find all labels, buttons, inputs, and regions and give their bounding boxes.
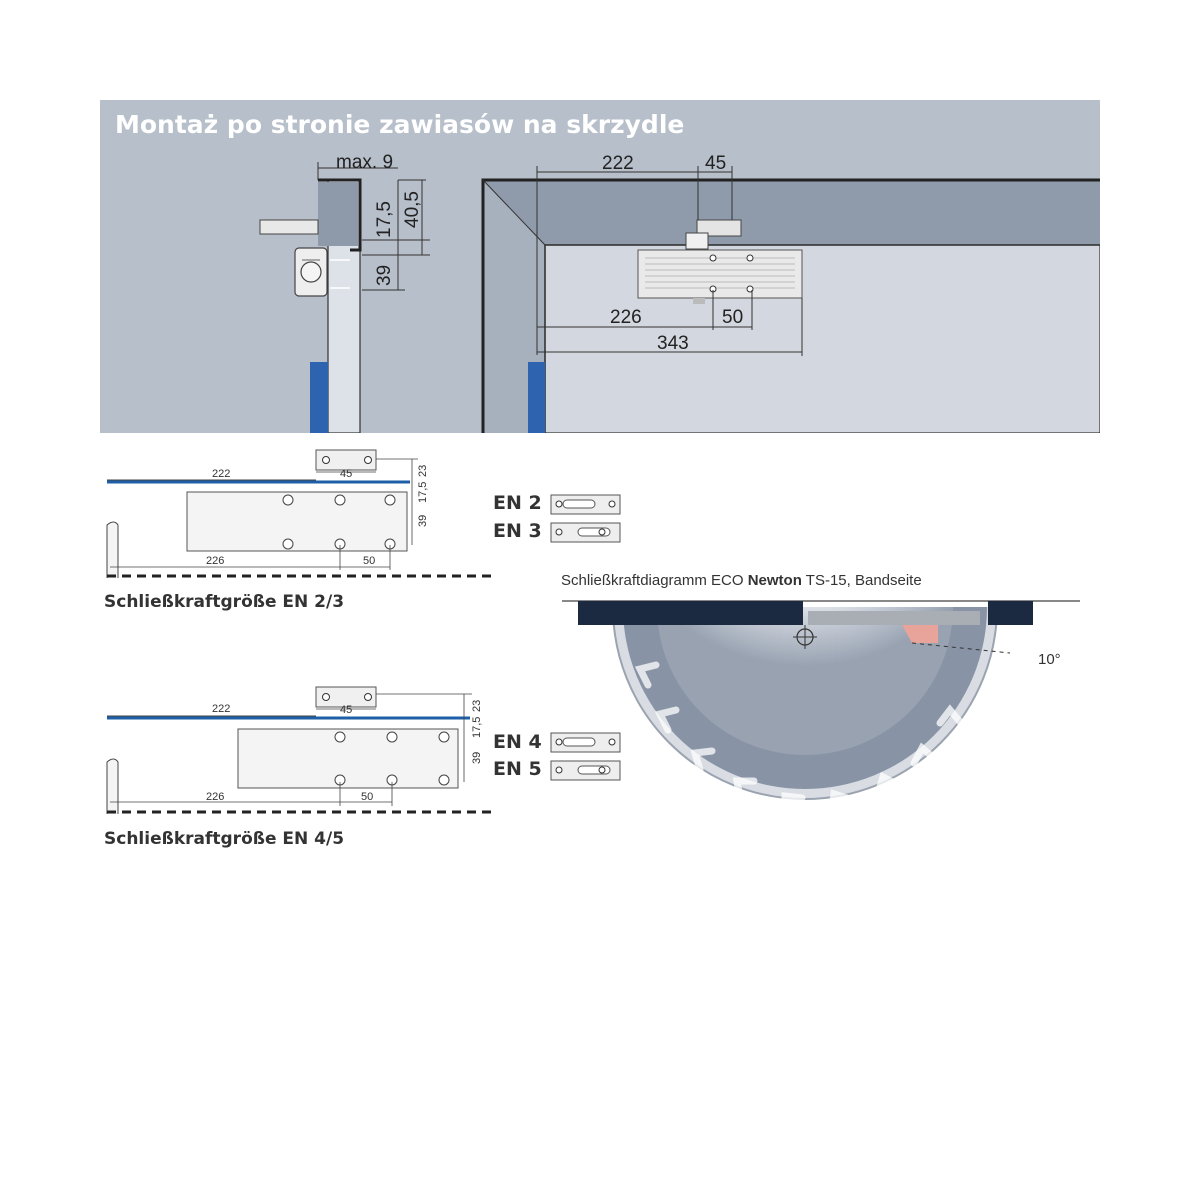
en23-dim-23: 23 bbox=[417, 465, 429, 477]
en23-dim-222: 222 bbox=[212, 468, 230, 480]
dim-max9: max. 9 bbox=[336, 152, 393, 173]
en23-jamb bbox=[106, 521, 119, 578]
frame-section bbox=[318, 178, 362, 252]
diagram-frame-left bbox=[578, 601, 803, 625]
hinge-right bbox=[528, 362, 545, 433]
arm-bracket bbox=[696, 219, 742, 237]
door-leaf-front bbox=[544, 244, 1100, 433]
hinge-left bbox=[310, 362, 328, 433]
dim-40-5: 40,5 bbox=[402, 191, 423, 228]
mounting-banner: Montaż po stronie zawiasów na skrzydle m… bbox=[100, 100, 1100, 433]
frame-profile bbox=[318, 182, 358, 246]
closing-diagram: 10° bbox=[562, 600, 1080, 817]
dim-45: 45 bbox=[705, 153, 726, 174]
en5-label: EN 5 bbox=[493, 758, 542, 780]
en23-closer-body bbox=[186, 491, 408, 552]
diagram-door-leaf bbox=[808, 611, 980, 625]
en45-drawing: 222 45 23 17,5 39 226 50 bbox=[106, 686, 495, 814]
en45-jamb bbox=[106, 758, 119, 814]
en45-plates bbox=[550, 732, 621, 781]
en3-label: EN 3 bbox=[493, 520, 542, 542]
diagram-frame-right bbox=[988, 601, 1033, 625]
dim-17-5: 17,5 bbox=[374, 201, 395, 238]
closing-diagram-title: Schließkraftdiagramm ECO Newton TS-15, B… bbox=[561, 572, 922, 589]
mounting-drawing: max. 9 40,5 17,5 39 bbox=[259, 152, 1100, 433]
en45-dim-226: 226 bbox=[206, 791, 224, 803]
en23-drawing: 222 45 23 17,5 39 226 50 bbox=[106, 449, 495, 578]
en45-label: Schließkraftgröße EN 4/5 bbox=[104, 829, 345, 849]
en45-dim-23: 23 bbox=[471, 700, 483, 712]
dim-343: 343 bbox=[657, 333, 689, 354]
frame-head bbox=[483, 180, 1100, 245]
banner-title: Montaż po stronie zawiasów na skrzydle bbox=[115, 110, 685, 139]
diagram-inner-disc bbox=[657, 607, 953, 755]
en23-dim-39: 39 bbox=[417, 515, 429, 527]
dim-39: 39 bbox=[374, 265, 395, 286]
en23-dim-226: 226 bbox=[206, 555, 224, 567]
dim-50: 50 bbox=[722, 307, 743, 328]
en45-dim-39: 39 bbox=[471, 752, 483, 764]
en45-dim-222: 222 bbox=[212, 703, 230, 715]
en23-label: Schließkraftgröße EN 2/3 bbox=[104, 592, 345, 612]
closer-pinion bbox=[300, 261, 322, 283]
en2-label: EN 2 bbox=[493, 492, 542, 514]
en45-dim-45: 45 bbox=[340, 704, 352, 716]
en23-dim-17-5: 17,5 bbox=[417, 482, 429, 503]
diagram-angle-label: 10° bbox=[1038, 651, 1061, 668]
en23-dim-50: 50 bbox=[363, 555, 375, 567]
en23-dim-45: 45 bbox=[340, 468, 352, 480]
arm-mount bbox=[259, 219, 319, 235]
en45-arm-plate bbox=[315, 686, 377, 708]
en45-closer-body bbox=[237, 728, 459, 789]
dim-222: 222 bbox=[602, 153, 634, 174]
closer-body-front bbox=[637, 249, 803, 299]
en23-arm-plate bbox=[315, 449, 377, 471]
en23-plates bbox=[550, 494, 621, 543]
dim-226: 226 bbox=[610, 307, 642, 328]
diagram-10-degree-zone bbox=[902, 625, 938, 643]
en45-dim-17-5: 17,5 bbox=[471, 717, 483, 738]
en45-dim-50: 50 bbox=[361, 791, 373, 803]
en4-label: EN 4 bbox=[493, 731, 542, 753]
